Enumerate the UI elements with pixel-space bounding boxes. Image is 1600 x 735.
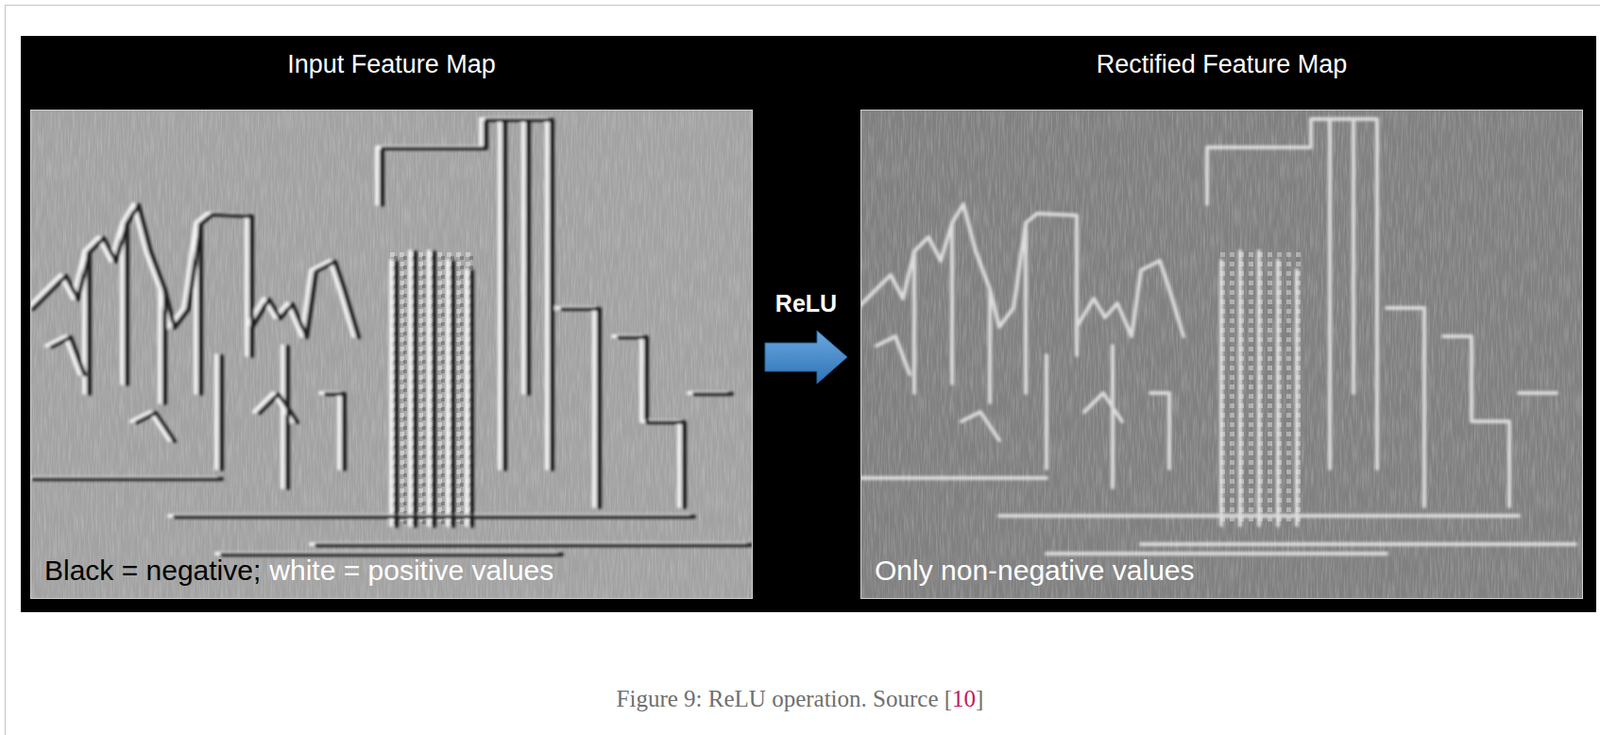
note-text: Black = negative; [44,554,261,586]
note-text: Only non-negative values [874,554,1195,586]
map-note: Only non-negative values [874,554,1195,587]
map-heading: Input Feature Map [31,50,752,80]
feature-map-box: Input Feature MapBlack = negative;white … [30,109,753,599]
arrow-label: ReLU [775,289,837,318]
reference-link: 10 [952,685,976,712]
relu-arrow [765,330,848,384]
feature-map-box: Rectified Feature MapOnly non-negative v… [860,109,1583,599]
map-heading: Rectified Feature Map [861,50,1583,80]
input-map-picture [30,109,753,599]
rectified-map-picture [860,109,1583,599]
map-note: Black = negative;white = positive values [44,554,554,587]
note-text: white = positive values [269,554,554,586]
figure-caption: Figure 9: ReLU operation. Source [10] [0,685,1600,713]
